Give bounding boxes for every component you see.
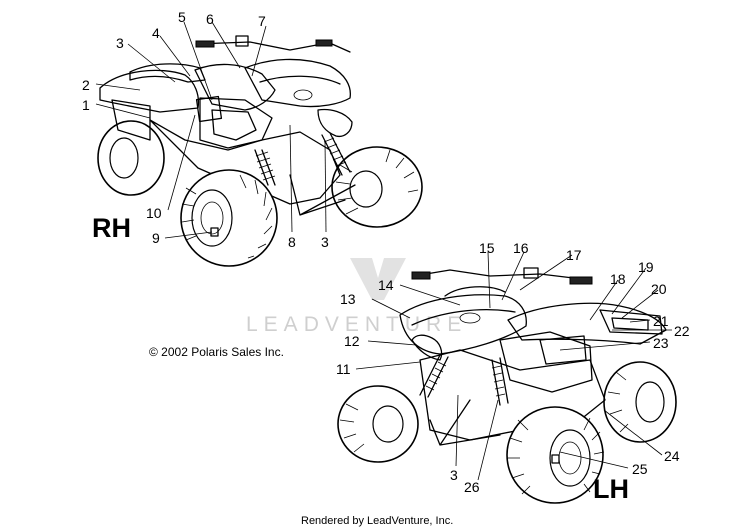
callout-3-rh-top: 3 [116, 35, 124, 51]
callout-14: 14 [378, 277, 394, 293]
callout-3-rh-bottom: 3 [321, 234, 329, 250]
callout-13: 13 [340, 291, 356, 307]
rh-headlight-pod [317, 108, 353, 138]
callout-4: 4 [152, 25, 160, 41]
callout-11: 11 [336, 361, 351, 377]
callout-17: 17 [566, 247, 582, 263]
callout-12: 12 [344, 333, 360, 349]
leader-lines [95, 21, 672, 481]
callout-18: 18 [610, 271, 626, 287]
callout-3-lh: 3 [450, 467, 458, 483]
atv-left-side-view [337, 267, 677, 504]
callout-24: 24 [664, 448, 680, 464]
render-credit: Rendered by LeadVenture, Inc. [301, 515, 453, 527]
lh-rear-fender [507, 302, 667, 345]
callout-23: 23 [653, 335, 669, 351]
callout-19: 19 [638, 259, 654, 275]
lh-headlight-pod [411, 334, 443, 361]
lh-wheel-decal [551, 454, 560, 464]
callout-7: 7 [258, 13, 266, 29]
view-label-rh: RH [92, 213, 131, 243]
rh-front-hood [244, 58, 351, 108]
callout-8: 8 [288, 234, 296, 250]
view-label-lh: LH [593, 474, 629, 504]
lh-side-decal [539, 335, 587, 365]
callout-26: 26 [464, 479, 480, 495]
callout-22: 22 [674, 323, 690, 339]
copyright-notice: © 2002 Polaris Sales Inc. [149, 345, 284, 359]
callout-10: 10 [146, 205, 162, 221]
callout-15: 15 [479, 240, 495, 256]
callout-6: 6 [206, 11, 214, 27]
callout-16: 16 [513, 240, 529, 256]
callout-25: 25 [632, 461, 648, 477]
callout-21: 21 [653, 313, 669, 329]
callout-5: 5 [178, 9, 186, 25]
callout-20: 20 [651, 281, 667, 297]
callout-2: 2 [82, 77, 90, 93]
watermark-text: LEADVENTURE [246, 313, 467, 336]
rh-side-decal [195, 95, 223, 123]
atv-right-side-view [97, 35, 423, 267]
callout-1: 1 [82, 97, 90, 113]
lh-front-hood [399, 294, 527, 355]
callouts: 1 2 3 4 5 6 7 3 8 9 10 11 12 13 14 15 16… [82, 9, 690, 504]
watermark: LEADVENTURE [246, 258, 467, 336]
callout-9: 9 [152, 230, 160, 246]
rh-rear-fender [99, 69, 200, 113]
